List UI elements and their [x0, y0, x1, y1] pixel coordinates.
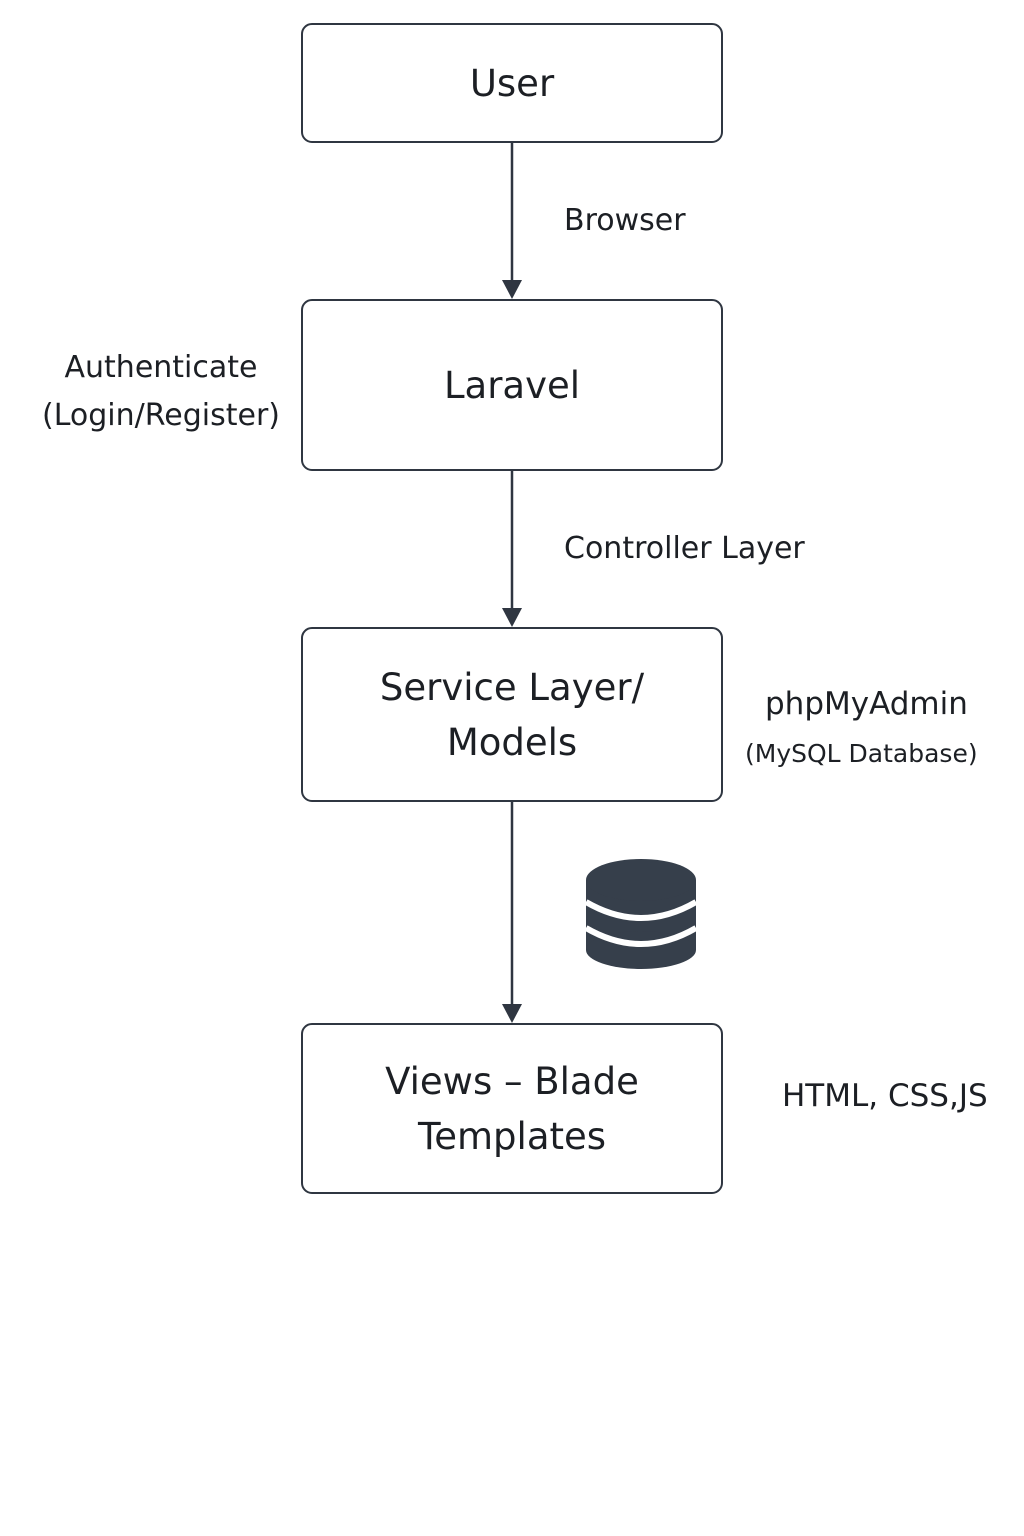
user-node: User [301, 23, 723, 143]
arrow-service-to-views [502, 802, 522, 1023]
views-node-line-2: Templates [417, 1114, 607, 1158]
service-layer-node: Service Layer/ Models [301, 627, 723, 802]
laravel-node-label: Laravel [443, 363, 581, 407]
views-node: Views – Blade Templates [301, 1023, 723, 1194]
laravel-node: Laravel [301, 299, 723, 471]
authenticate-annotation-line-1: Authenticate [64, 350, 258, 385]
authenticate-annotation-line-2: (Login/Register) [42, 398, 280, 433]
database-icon [584, 859, 698, 969]
service-layer-node-line-1: Service Layer/ [379, 665, 645, 709]
arrow-laravel-to-service [502, 471, 522, 627]
service-layer-node-line-2: Models [446, 720, 578, 764]
browser-edge-label: Browser [564, 203, 686, 238]
phpmyadmin-label: phpMyAdmin [765, 686, 968, 722]
user-node-label: User [469, 61, 555, 105]
authenticate-annotation: Authenticate (Login/Register) [30, 344, 292, 440]
arrow-user-to-laravel [502, 143, 522, 299]
mysql-database-label: (MySQL Database) [745, 739, 978, 768]
frontend-tech-label: HTML, CSS,JS [782, 1078, 988, 1114]
views-node-line-1: Views – Blade [385, 1059, 639, 1103]
controller-layer-edge-label: Controller Layer [564, 531, 805, 566]
